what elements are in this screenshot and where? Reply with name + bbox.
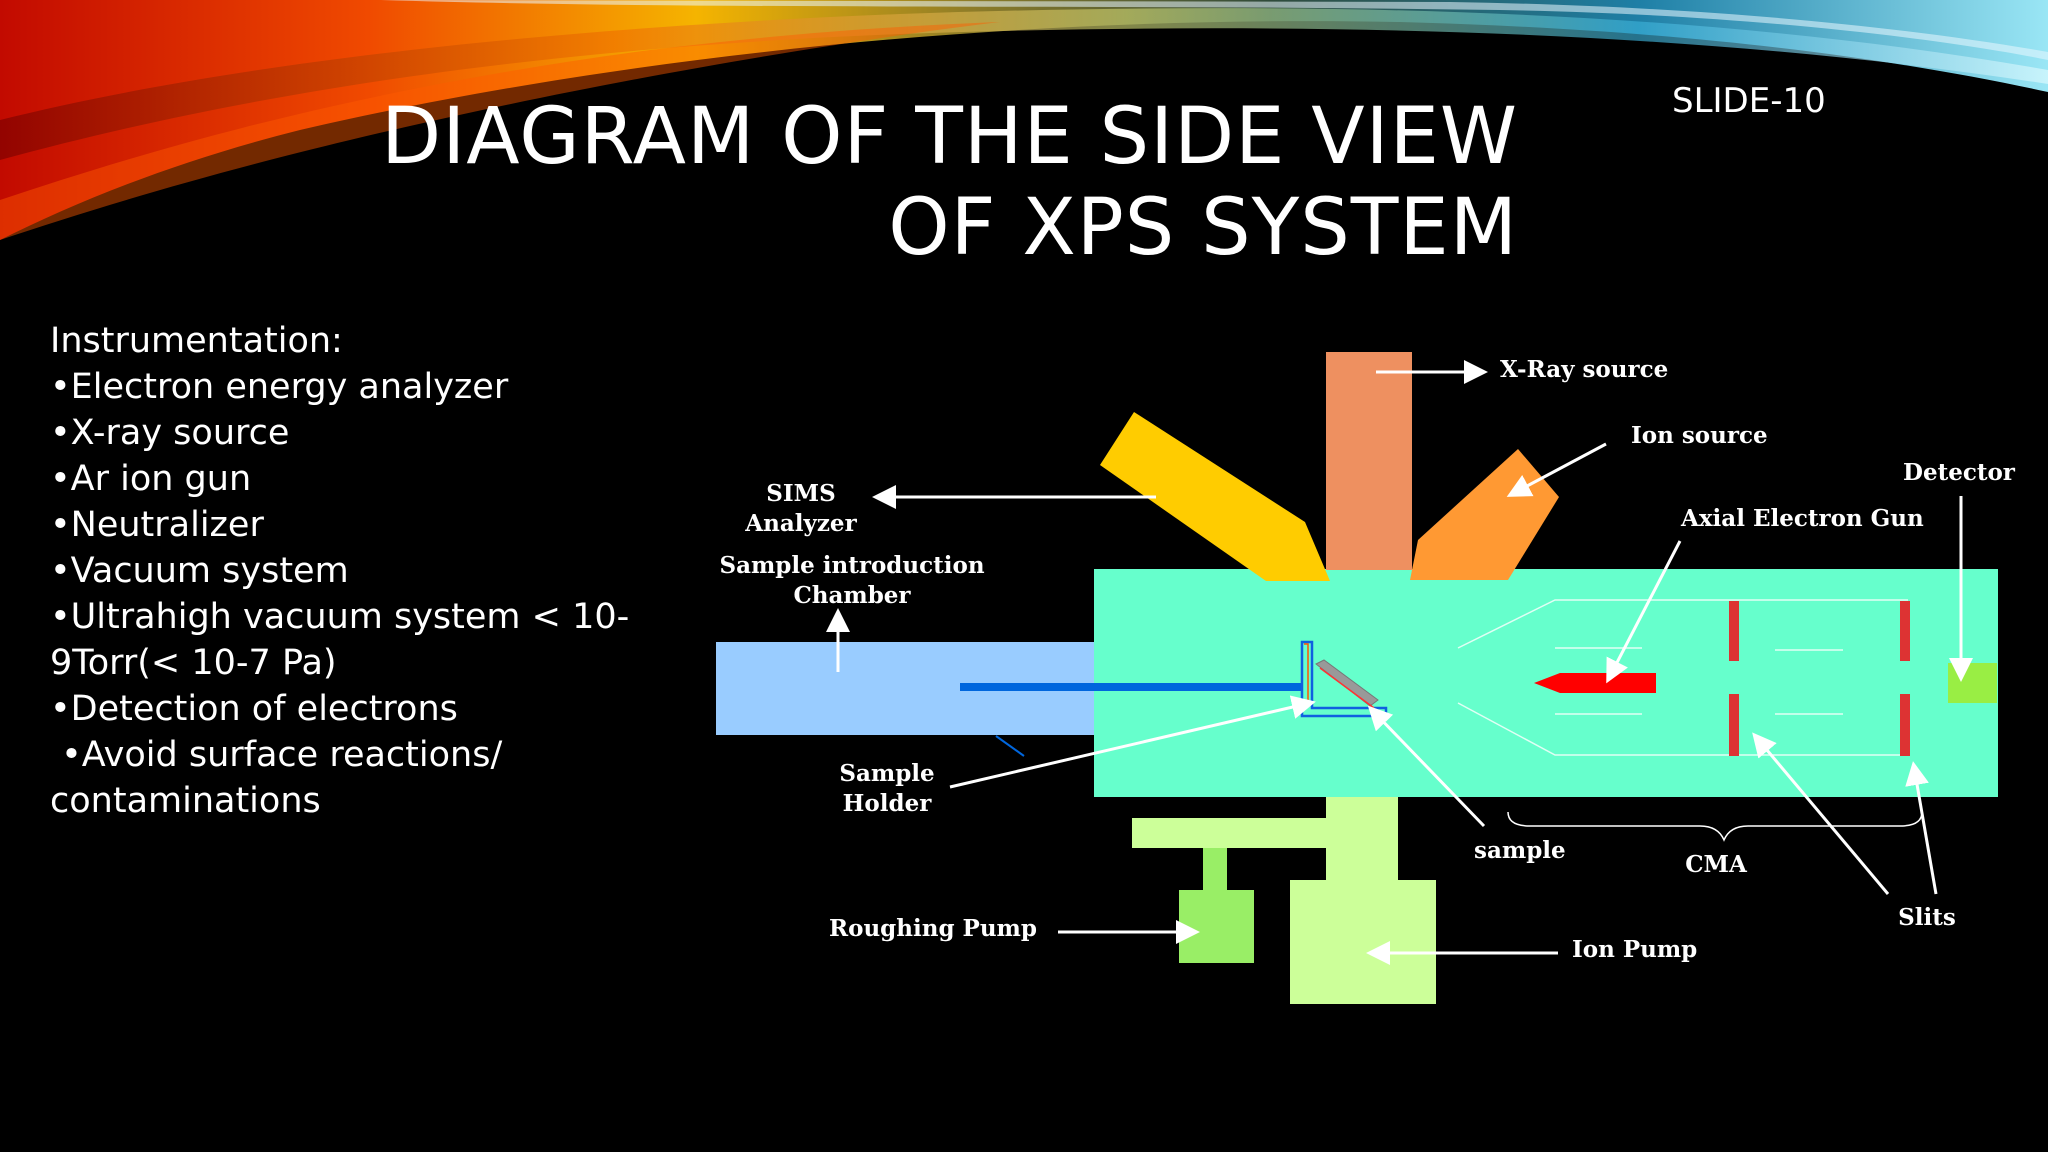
roughing-pump-body — [1179, 890, 1254, 963]
ion-source-block — [1410, 449, 1559, 580]
sims-label: SIMS — [766, 480, 835, 507]
sample-holder-label-line2: Holder — [843, 790, 933, 817]
slit-right-bottom — [1900, 694, 1910, 756]
analyzer-label: Analyzer — [744, 510, 857, 537]
sample-holder-arrow — [949, 695, 1316, 789]
sample-holder-label-line1: Sample — [839, 760, 934, 787]
axial-electron-gun-label: Axial Electron Gun — [1680, 505, 1924, 532]
instrumentation-heading: Instrumentation: — [50, 321, 343, 361]
slits-arrow-1 — [1752, 732, 1890, 895]
instrumentation-line: •Ar ion gun — [50, 459, 252, 499]
axial-electron-gun-arrow — [1606, 540, 1682, 684]
ion-pump-body — [1290, 880, 1436, 1004]
chamber-label: Chamber — [793, 582, 911, 609]
slit-left-bottom — [1729, 694, 1739, 756]
sample-introduction-label: Sample introduction — [719, 552, 984, 579]
ion-source-arrow — [1506, 442, 1607, 497]
sample-label: sample — [1474, 837, 1566, 864]
instrumentation-line: •Detection of electrons — [50, 689, 458, 729]
sims-analyzer-block — [1100, 412, 1330, 581]
instrumentation-line: •Ultrahigh vacuum system < 10- — [50, 597, 630, 637]
instrumentation-line: contaminations — [50, 781, 321, 821]
instrumentation-line: •Neutralizer — [50, 505, 264, 545]
transfer-rod — [960, 683, 1302, 691]
detector-block — [1948, 663, 1997, 703]
slits — [1729, 601, 1910, 756]
instrumentation-text: Instrumentation: •Electron energy analyz… — [50, 318, 630, 824]
roughing-pipe-horizontal — [1132, 818, 1327, 848]
instrumentation-line: 9Torr(< 10-7 Pa) — [50, 643, 337, 683]
slit-right-top — [1900, 601, 1910, 661]
xray-source-block — [1326, 352, 1412, 570]
instrumentation-line: •Avoid surface reactions/ — [50, 735, 503, 775]
sample-arrow — [1367, 705, 1486, 828]
cma-brace — [1507, 811, 1923, 842]
slits-label: Slits — [1898, 904, 1956, 931]
cma-label: CMA — [1685, 851, 1748, 878]
decorative-banner — [0, 0, 2048, 240]
roughing-pipe-vertical — [1203, 848, 1227, 891]
cma-analyzer — [1457, 599, 1908, 756]
ion-pump-label: Ion Pump — [1572, 936, 1697, 963]
slits-arrow-2 — [1905, 761, 1938, 895]
instrumentation-line: •Vacuum system — [50, 551, 349, 591]
axial-electron-gun — [1534, 673, 1656, 693]
slide-title-line-2: OF XPS SYSTEM — [888, 183, 1518, 273]
slide-number: SLIDE-10 — [1672, 81, 1826, 121]
detector-label: Detector — [1903, 459, 2016, 486]
xray-source-label: X-Ray source — [1500, 356, 1668, 383]
slide-title-line-1: DIAGRAM OF THE SIDE VIEW — [381, 92, 1518, 182]
transfer-rod-support — [995, 735, 1025, 757]
ion-source-label: Ion source — [1631, 422, 1768, 449]
instrumentation-line: •Electron energy analyzer — [50, 367, 509, 407]
slit-left-top — [1729, 601, 1739, 661]
sample-edge — [1319, 667, 1375, 709]
ion-pump-neck — [1326, 797, 1398, 881]
sample-holder-accent — [1304, 643, 1309, 700]
roughing-pump-label: Roughing Pump — [829, 915, 1037, 942]
instrumentation-line: •X-ray source — [50, 413, 290, 453]
